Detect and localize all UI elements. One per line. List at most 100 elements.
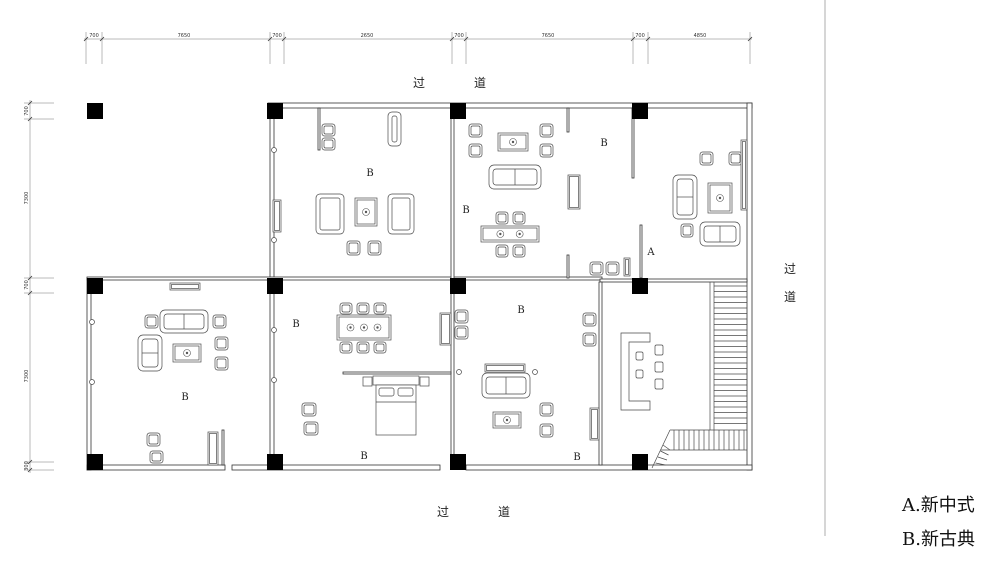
corridor-right-char-1: 过 xyxy=(784,262,796,276)
left-dimension-label: 300 xyxy=(24,461,30,471)
table xyxy=(336,314,392,341)
structural-column xyxy=(632,278,648,294)
chair-cushion xyxy=(591,263,602,274)
top-dimension-labels: 700 7650 700 2650 700 7650 700 4850 xyxy=(89,33,706,39)
armchair xyxy=(387,193,415,235)
armchair xyxy=(387,111,402,147)
flower-center xyxy=(376,326,379,329)
flower-center xyxy=(499,232,502,236)
dimension-slash xyxy=(27,467,33,473)
bar-counter-top xyxy=(620,332,651,411)
corridor-bottom-char-1: 过 xyxy=(437,505,449,519)
bar-stool xyxy=(635,369,644,379)
wall xyxy=(639,224,643,279)
wall-lamp xyxy=(89,379,95,385)
chair xyxy=(539,123,554,138)
corridor-right-char-2: 道 xyxy=(784,290,796,304)
sofa xyxy=(481,372,531,399)
flower-center xyxy=(364,210,368,214)
left-dimension-label: 700 xyxy=(24,106,30,116)
chair-cushion xyxy=(375,343,385,352)
sofa xyxy=(488,164,542,190)
chair xyxy=(605,261,620,276)
cabinet xyxy=(740,139,748,211)
chair-cushion xyxy=(323,139,334,149)
nightstand xyxy=(419,376,430,387)
chair-cushion xyxy=(497,246,507,256)
chair xyxy=(589,261,604,276)
flower-center xyxy=(505,418,509,422)
flower-motif xyxy=(515,230,524,238)
chair-cushion xyxy=(369,242,380,254)
dimension-lines xyxy=(24,0,826,536)
chair xyxy=(346,240,361,256)
chair-cushion xyxy=(514,246,524,256)
flower-center xyxy=(518,232,521,236)
dimension-slash xyxy=(747,36,753,42)
table xyxy=(480,225,540,243)
flower-motif xyxy=(509,138,517,146)
chair xyxy=(321,123,336,137)
chair xyxy=(495,211,509,225)
pillow xyxy=(378,387,395,397)
table xyxy=(497,132,529,152)
chair xyxy=(339,341,353,354)
structural-column xyxy=(632,454,648,470)
cabinet-inset xyxy=(209,433,217,464)
pillow xyxy=(397,387,414,397)
wall xyxy=(342,371,452,375)
flower-center xyxy=(718,196,722,200)
chair-cushion xyxy=(470,125,481,136)
chair-cushion xyxy=(323,125,334,135)
wall xyxy=(566,107,570,133)
chair-cushion xyxy=(341,304,351,313)
staircase xyxy=(709,282,747,430)
corridor-labels: 过 道 过 道 过 道 xyxy=(413,76,796,519)
chair-cushion xyxy=(497,213,507,223)
chair xyxy=(356,341,370,354)
wall xyxy=(86,277,92,471)
top-dimension-label: 2650 xyxy=(361,33,374,39)
cabinet xyxy=(623,257,631,277)
chair-cushion xyxy=(682,225,692,236)
top-dimension-label: 700 xyxy=(89,33,99,39)
chair xyxy=(582,312,597,327)
sofa xyxy=(137,334,163,372)
structural-column xyxy=(450,103,466,119)
cabinet xyxy=(169,282,201,291)
flower-center xyxy=(349,326,352,329)
chair-cushion xyxy=(541,404,552,415)
bed-headboard xyxy=(372,375,420,386)
structural-column xyxy=(87,103,103,119)
top-dimension-label: 700 xyxy=(635,33,645,39)
room-style-label: A xyxy=(646,247,655,258)
wall-lamp xyxy=(271,147,277,153)
chair-cushion xyxy=(303,404,315,415)
table-inset xyxy=(482,227,538,241)
dimension-slash xyxy=(267,36,273,42)
cabinet-inset xyxy=(486,365,524,371)
cabinet-inset xyxy=(441,314,450,344)
stair-tread xyxy=(655,462,666,466)
wall xyxy=(231,464,441,471)
legend-item-a: A.新中式 xyxy=(902,495,975,516)
cabinet xyxy=(272,199,282,233)
chair-cushion xyxy=(701,153,712,164)
chair-cushion xyxy=(541,125,552,136)
chair-cushion xyxy=(470,145,481,156)
chair-cushion xyxy=(514,213,524,223)
bar-stool xyxy=(654,344,664,356)
flower-motif xyxy=(346,323,355,332)
dimension-slash xyxy=(83,36,89,42)
armchair-seat xyxy=(391,115,398,143)
sofa xyxy=(159,309,209,334)
cabinet-inset xyxy=(274,201,280,231)
chair-cushion xyxy=(584,314,595,325)
chair-cushion xyxy=(146,316,157,327)
wall-lamp xyxy=(271,327,277,333)
room-style-label: B xyxy=(600,138,607,149)
bar-stool xyxy=(654,378,664,390)
structural-column xyxy=(87,454,103,470)
flower-center xyxy=(362,326,366,329)
